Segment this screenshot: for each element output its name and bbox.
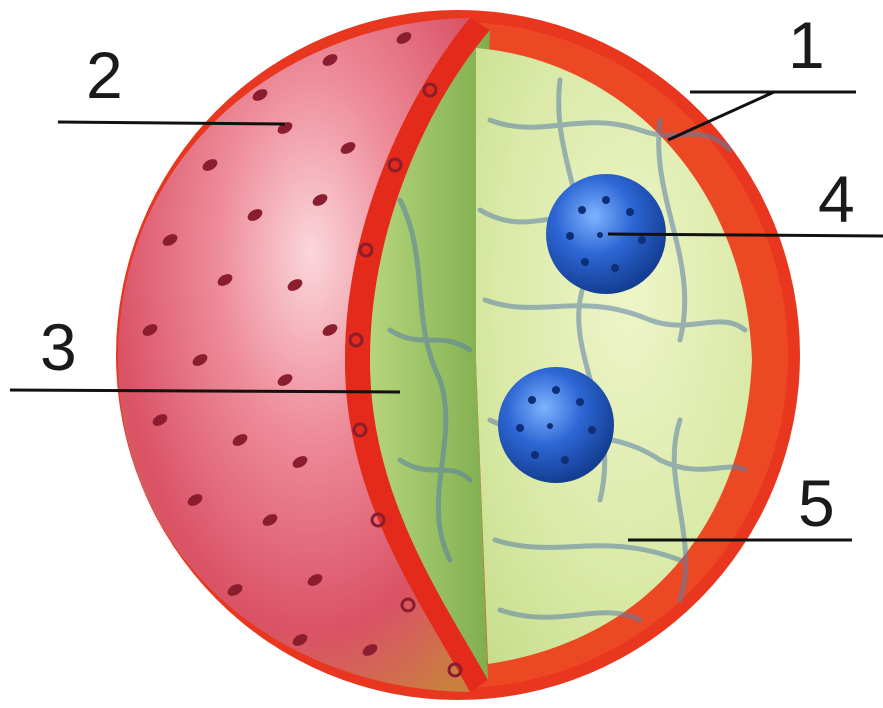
label-5: 5 xyxy=(798,470,835,536)
label-4: 4 xyxy=(818,166,855,232)
leader-line-2 xyxy=(58,122,285,124)
label-1: 1 xyxy=(788,12,825,78)
organelle-lower xyxy=(498,367,614,483)
label-2: 2 xyxy=(86,42,123,108)
leader-line-3 xyxy=(10,390,400,392)
label-3: 3 xyxy=(40,314,77,380)
